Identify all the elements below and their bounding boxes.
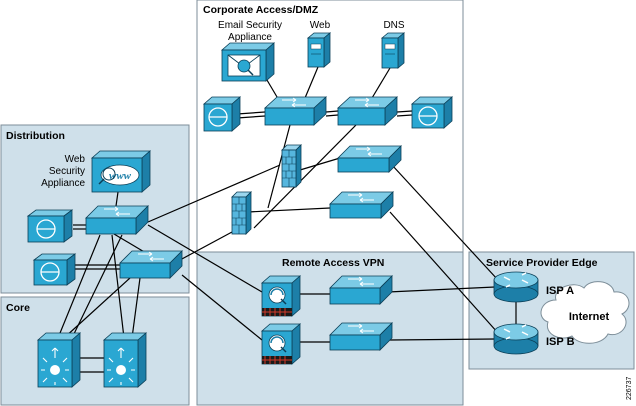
zone-title-core: Core <box>6 302 30 314</box>
web-security-label-2: Security <box>49 166 85 177</box>
dns-server-label: DNS <box>383 20 404 31</box>
service-module-icon <box>32 253 77 286</box>
web-security-label: Web <box>65 154 86 165</box>
switch-icon <box>329 275 393 305</box>
layer3-switch-icon <box>36 332 82 388</box>
svg-text:www: www <box>109 170 132 182</box>
figure-id: 226737 <box>626 377 633 400</box>
zone-core <box>0 296 190 406</box>
internet-label: Internet <box>569 311 610 323</box>
web-server-label: Web <box>310 20 331 31</box>
router-icon <box>493 323 539 355</box>
zone-title-distribution: Distribution <box>6 130 65 142</box>
router-icon <box>493 271 539 303</box>
vpn-concentrator-icon <box>260 275 302 317</box>
dns-server-icon <box>380 32 406 69</box>
email-security-label: Email Security <box>218 20 282 31</box>
switch-icon <box>329 191 394 219</box>
switch-icon <box>329 322 393 351</box>
service-module-icon <box>26 209 74 243</box>
web-security-appliance-icon: www <box>90 150 152 193</box>
switch-icon <box>263 96 328 126</box>
service-module-icon <box>202 96 242 132</box>
isp-a-label: ISP A <box>546 285 574 297</box>
switch-icon <box>119 250 183 279</box>
firewall-icon <box>231 191 252 235</box>
zone-title-remote-vpn: Remote Access VPN <box>282 257 384 269</box>
zone-title-provider-edge: Service Provider Edge <box>486 257 598 269</box>
switch-icon <box>85 205 149 235</box>
firewall-icon <box>281 144 302 188</box>
service-module-icon <box>410 96 454 129</box>
zone-remote-access-vpn <box>196 251 464 406</box>
switch-icon <box>336 96 399 126</box>
email-security-label-2: Appliance <box>228 32 272 43</box>
web-security-label-3: Appliance <box>41 178 85 189</box>
vpn-concentrator-icon <box>260 323 302 365</box>
switch-icon <box>337 145 402 173</box>
cloud-icon <box>540 281 630 344</box>
isp-b-label: ISP B <box>546 336 575 348</box>
email-security-appliance-icon <box>220 42 276 82</box>
web-server-icon <box>306 32 332 68</box>
layer3-switch-icon <box>102 332 148 388</box>
zone-title-corporate: Corporate Access/DMZ <box>203 4 319 16</box>
